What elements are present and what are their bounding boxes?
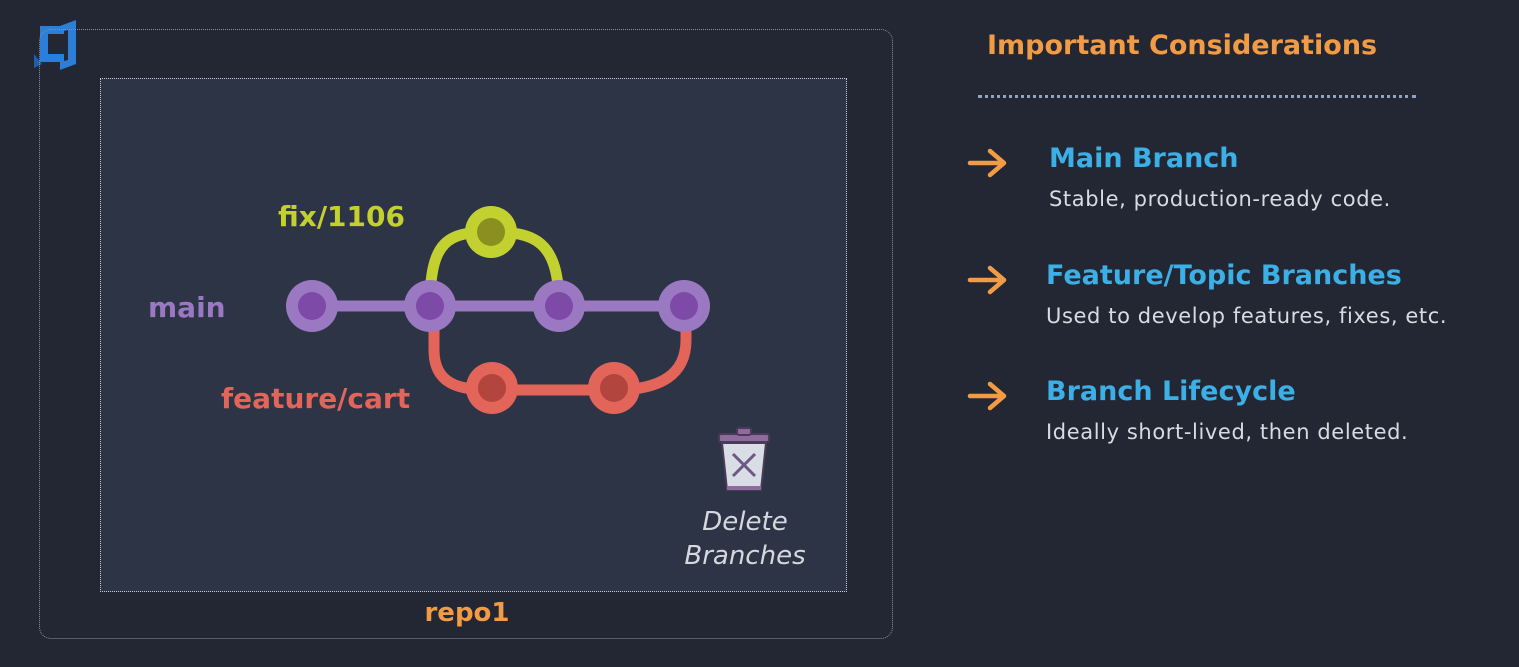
consideration-feature-branches: Feature/Topic Branches Used to develop f… — [966, 260, 1506, 350]
fix-branch-label: fix/1106 — [278, 200, 405, 233]
delete-label-line: Delete — [702, 507, 788, 537]
consideration-title: Branch Lifecycle — [1046, 376, 1296, 407]
consideration-description: Ideally short-lived, then deleted. — [1046, 420, 1409, 444]
main-commit — [404, 280, 456, 332]
consideration-description: Stable, production-ready code. — [1049, 187, 1391, 211]
consideration-description: Used to develop features, fixes, etc. — [1046, 304, 1448, 328]
consideration-title: Feature/Topic Branches — [1046, 260, 1402, 291]
repository-container — [39, 29, 893, 639]
consideration-branch-lifecycle: Branch Lifecycle Ideally short-lived, th… — [966, 376, 1506, 466]
repository-label: repo1 — [424, 598, 510, 628]
arrow-right-icon — [967, 265, 1007, 295]
repository-inner-area — [100, 78, 847, 592]
arrow-right-icon — [967, 148, 1007, 178]
trash-icon — [718, 427, 770, 491]
feature-branch-label: feature/cart — [221, 382, 411, 415]
delete-branches-label: Delete Branches — [665, 505, 825, 573]
branch-graph — [286, 206, 710, 414]
arrow-right-icon — [967, 381, 1007, 411]
feature-commit — [588, 362, 640, 414]
fix-commit — [465, 206, 517, 258]
feature-commit — [466, 362, 518, 414]
panel-title: Important Considerations — [987, 30, 1378, 61]
delete-label-line: Branches — [684, 541, 806, 571]
main-commit — [286, 280, 338, 332]
main-commit — [658, 280, 710, 332]
consideration-main-branch: Main Branch Stable, production-ready cod… — [966, 143, 1506, 233]
main-branch-label: main — [148, 291, 226, 324]
panel-divider — [978, 95, 1416, 98]
main-commit — [533, 280, 585, 332]
consideration-title: Main Branch — [1049, 143, 1239, 174]
